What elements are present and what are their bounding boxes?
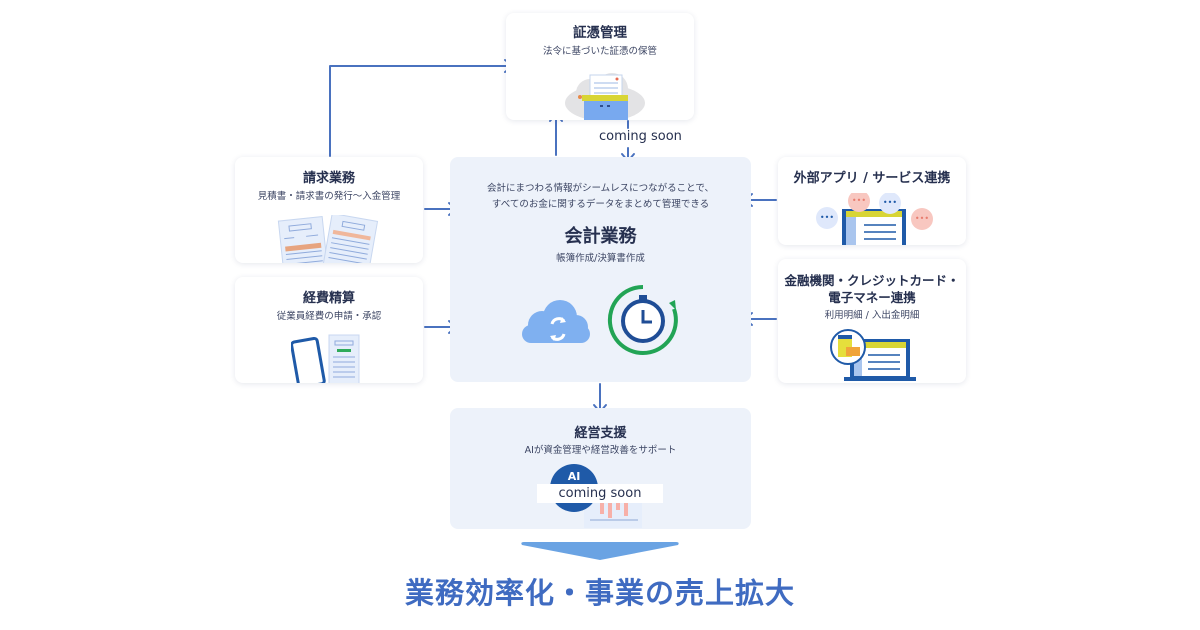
accounting-subtitle: 帳簿作成/決算書作成 (556, 253, 645, 264)
card-financial-institution-integration: 金融機関・クレジットカード・ 電子マネー連携 利用明細 / 入出金明細 (778, 259, 966, 383)
accounting-title: 会計業務 (564, 226, 637, 247)
accounting-description-line1: 会計にまつわる情報がシームレスにつながることで、 (486, 183, 715, 194)
panel-accounting: 会計にまつわる情報がシームレスにつながることで、 すべてのお金に関するデータをま… (450, 157, 751, 382)
invoice-subtitle: 見積書・請求書の発行～入金管理 (257, 191, 401, 202)
svg-text:•••: ••• (852, 196, 866, 205)
arrow-invoice-to-evidence (329, 65, 513, 157)
card-external-app-integration: 外部アプリ / サービス連携 ••• ••• ••• ••• (778, 157, 966, 245)
expense-title: 経費精算 (302, 291, 355, 306)
evidence-subtitle: 法令に基づいた証憑の保管 (542, 46, 657, 57)
evidence-coming-soon-label: coming soon (599, 129, 682, 144)
panel-business-management-support: 経営支援 AIが資金管理や経営改善をサポート AI (450, 408, 751, 529)
management-title: 経営支援 (574, 426, 627, 441)
ai-badge-text: AI (568, 470, 581, 483)
app-integration-icon: ••• ••• ••• ••• (816, 193, 933, 245)
result-headline: 業務効率化・事業の売上拡大 (404, 576, 795, 610)
document-cabinet-icon (565, 73, 645, 120)
bank-title-line2: 電子マネー連携 (828, 290, 916, 305)
evidence-title: 証憑管理 (573, 25, 627, 41)
accounting-description-line2: すべてのお金に関するデータをまとめて管理できる (491, 199, 710, 210)
expense-subtitle: 従業員経費の申請・承認 (276, 311, 382, 322)
smartphone-receipt-icon (291, 334, 360, 383)
card-expense-settlement: 経費精算 従業員経費の申請・承認 (235, 277, 423, 383)
svg-text:•••: ••• (883, 198, 897, 207)
invoice-title: 請求業務 (302, 171, 355, 186)
cloud-sync-icon (522, 300, 590, 343)
card-evidence-management: 証憑管理 法令に基づいた証憑の保管 (506, 13, 694, 120)
invoice-documents-icon (277, 215, 379, 263)
result-arrow (521, 542, 679, 560)
bank-subtitle: 利用明細 / 入出金明細 (824, 310, 920, 321)
stopwatch-cycle-icon (607, 284, 678, 355)
management-coming-soon-label: coming soon (537, 484, 663, 503)
bank-card-statement-icon (830, 329, 916, 381)
management-subtitle: AIが資金管理や経営改善をサポート (524, 445, 677, 456)
bank-title-line1: 金融機関・クレジットカード・ (784, 273, 960, 288)
card-invoicing: 請求業務 見積書・請求書の発行～入金管理 (235, 157, 423, 263)
svg-text:•••: ••• (820, 213, 834, 222)
external-title: 外部アプリ / サービス連携 (793, 171, 951, 186)
svg-text:•••: ••• (915, 214, 929, 223)
